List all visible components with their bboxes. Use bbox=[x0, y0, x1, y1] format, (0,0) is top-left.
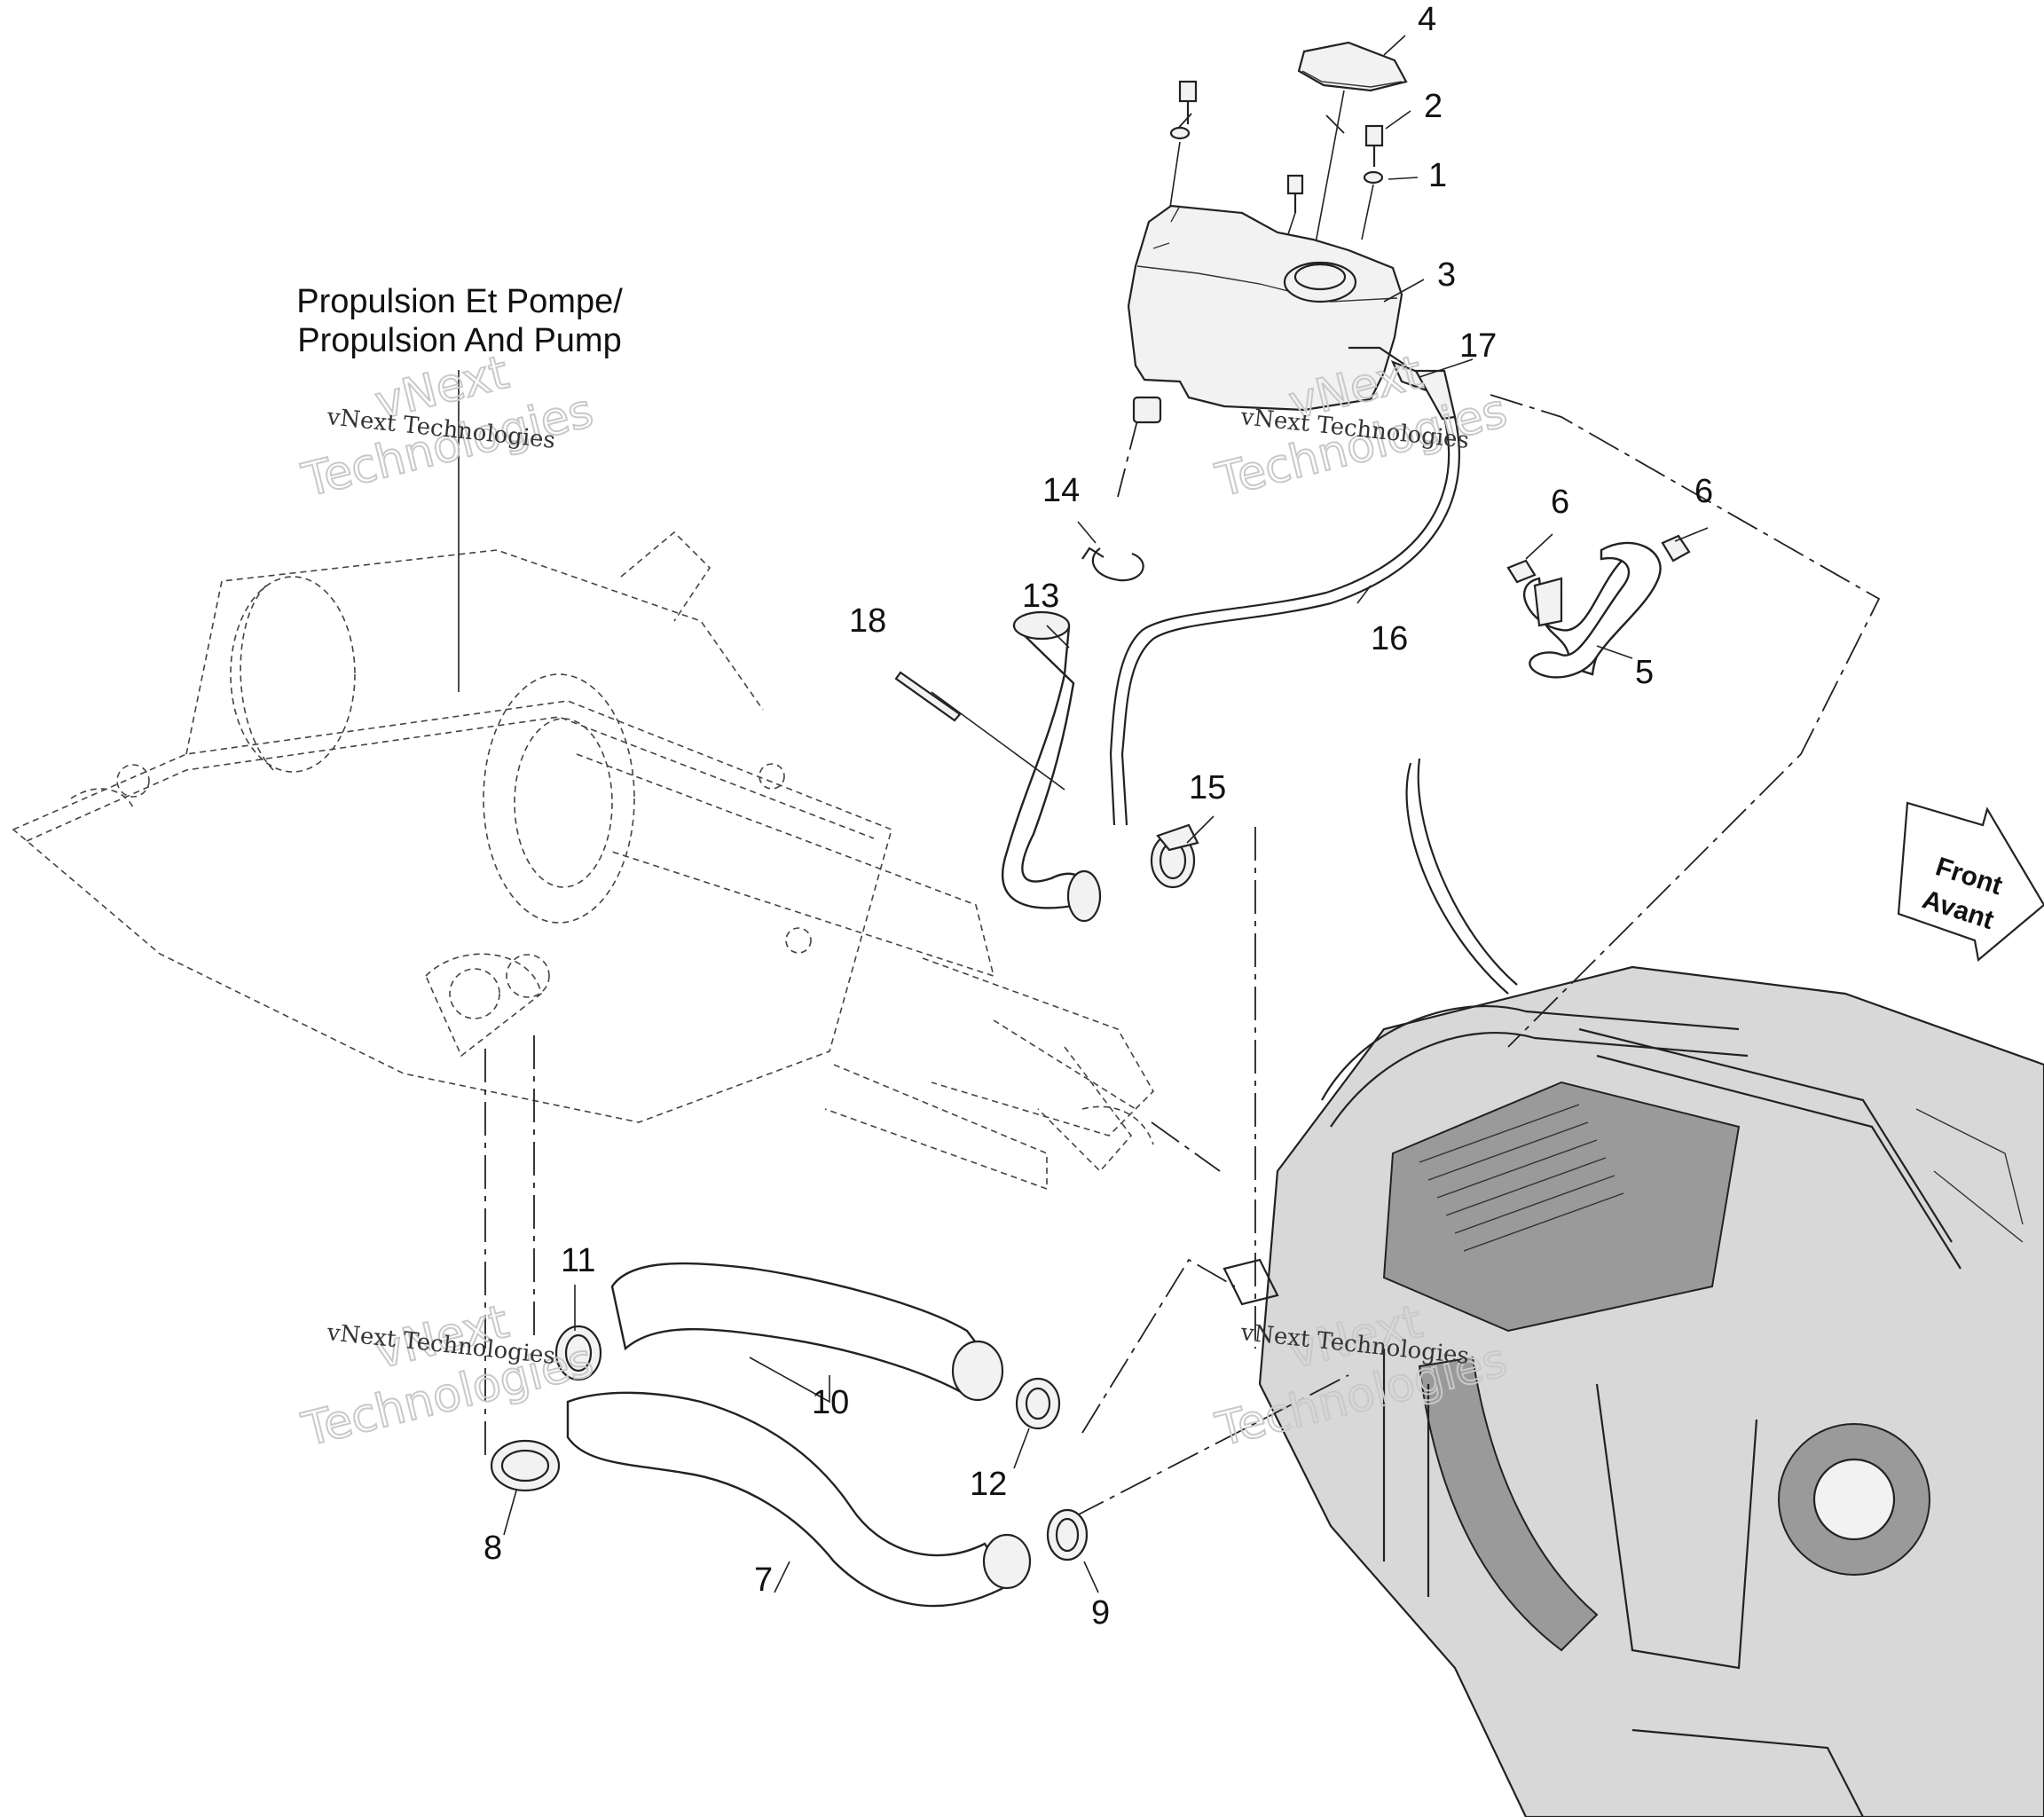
callout-9: 9 bbox=[1091, 1594, 1110, 1632]
expansion-tank bbox=[1127, 204, 1407, 424]
callout-17: 17 bbox=[1459, 327, 1497, 365]
callout-6: 6 bbox=[1694, 473, 1713, 510]
tank-screw-right bbox=[1361, 124, 1384, 240]
propulsion-pump-assembly bbox=[12, 531, 1154, 1191]
reference-label-line1: Propulsion Et Pompe/ bbox=[296, 283, 623, 320]
callout-11: 11 bbox=[561, 1242, 595, 1279]
callout-8: 8 bbox=[483, 1530, 502, 1567]
callout-7: 7 bbox=[754, 1561, 773, 1599]
callout-15: 15 bbox=[1189, 769, 1226, 806]
lower-hoses bbox=[490, 1262, 1089, 1608]
callout-2: 2 bbox=[1424, 88, 1443, 125]
callout-3: 3 bbox=[1437, 256, 1456, 294]
upper-hoses bbox=[894, 359, 1691, 923]
pressure-cap bbox=[1297, 41, 1408, 258]
coolant-tank-assembly bbox=[1127, 41, 1408, 424]
callout-13: 13 bbox=[1022, 578, 1059, 615]
callout-leaders bbox=[458, 35, 1709, 1593]
callout-16: 16 bbox=[1371, 620, 1408, 657]
callout-12: 12 bbox=[970, 1466, 1007, 1503]
callout-5: 5 bbox=[1635, 654, 1654, 691]
callout-10: 10 bbox=[812, 1384, 849, 1421]
tank-screw-left bbox=[1168, 80, 1198, 214]
engine-block bbox=[1222, 758, 2044, 1817]
callout-1: 1 bbox=[1428, 157, 1447, 194]
callout-6: 6 bbox=[1551, 484, 1569, 521]
callout-14: 14 bbox=[1042, 472, 1080, 509]
callout-18: 18 bbox=[849, 602, 886, 640]
reference-label-line2: Propulsion And Pump bbox=[297, 322, 621, 359]
callout-numbers: 4 2 1 3 17 6 6 5 16 14 13 18 15 11 10 12… bbox=[483, 1, 1713, 1632]
callout-4: 4 bbox=[1418, 1, 1436, 38]
front-direction-arrow: Front Avant bbox=[1897, 801, 2044, 963]
tank-screw-center bbox=[1285, 174, 1304, 240]
